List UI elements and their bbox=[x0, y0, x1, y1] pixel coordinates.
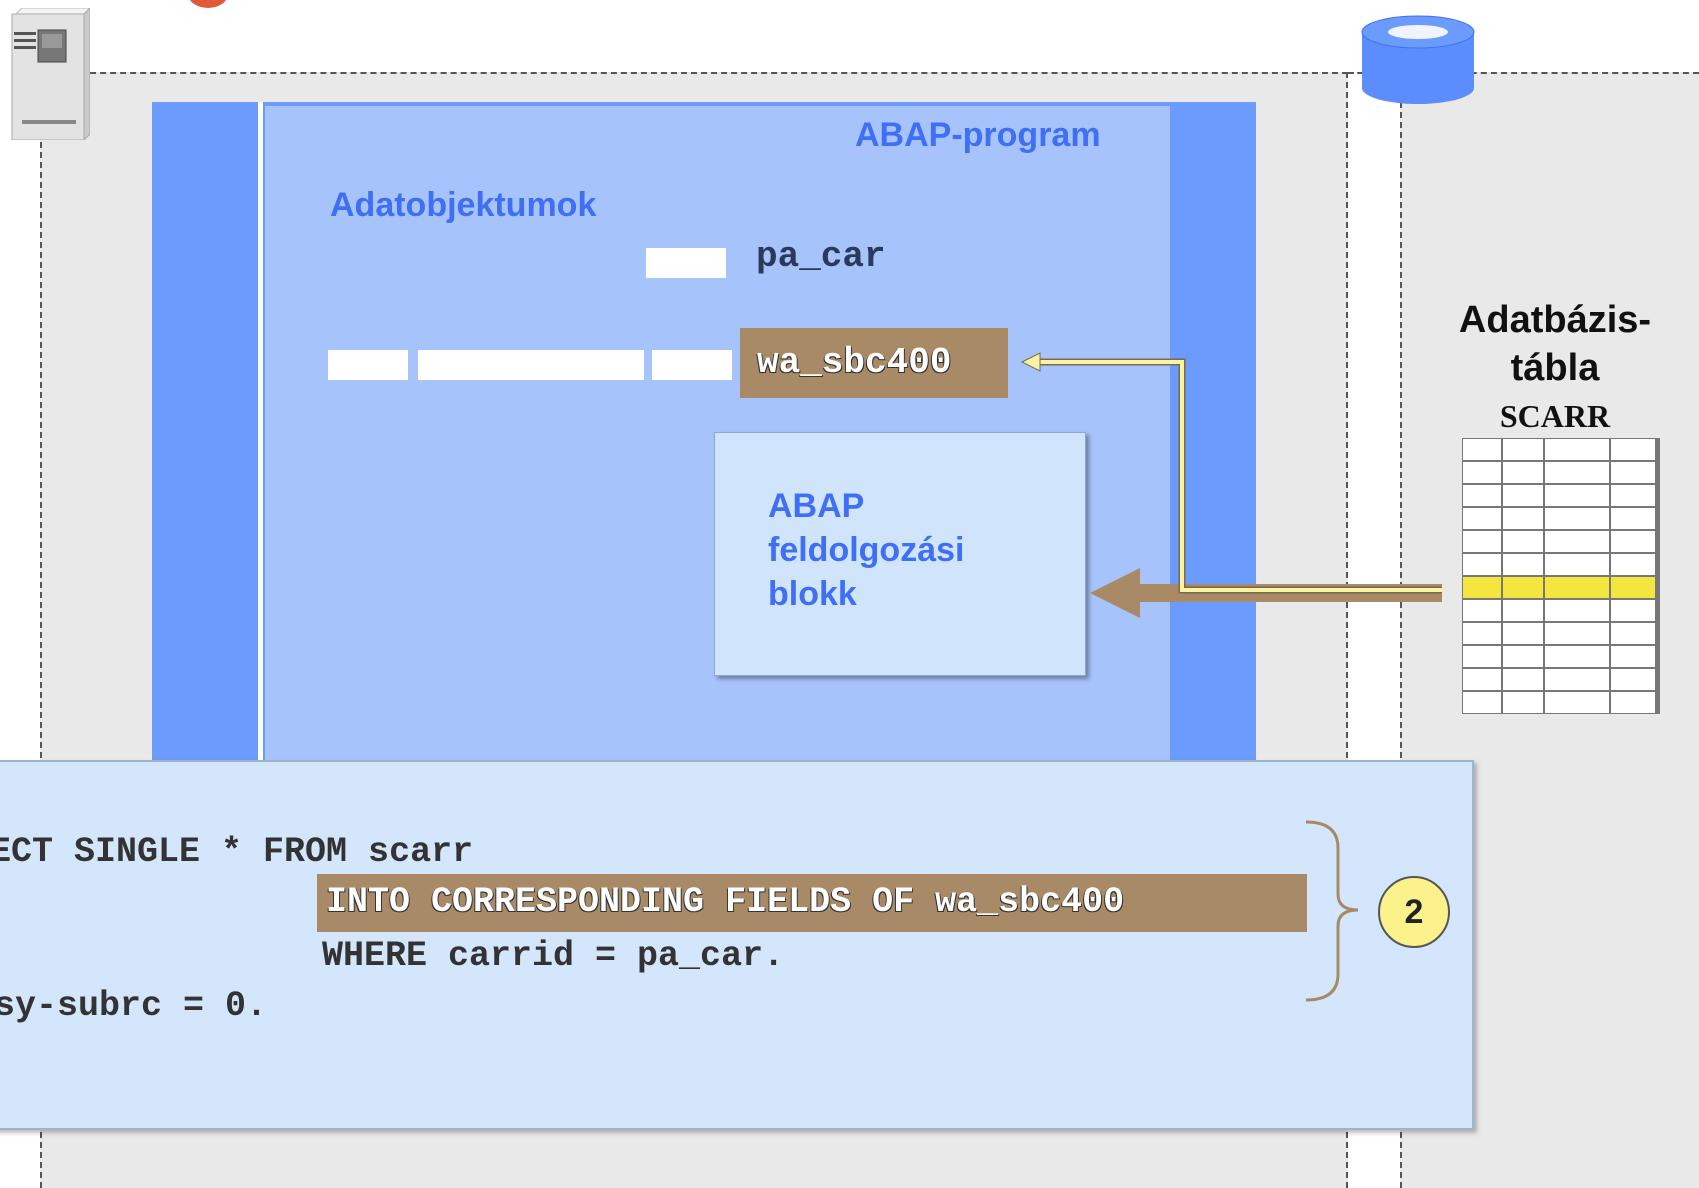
wa-sbc400-label: wa_sbc400 bbox=[757, 342, 952, 383]
database-table-grid bbox=[1462, 438, 1660, 714]
pa-car-field bbox=[646, 248, 726, 278]
application-server-icon bbox=[11, 8, 90, 140]
program-title: ABAP-program bbox=[855, 116, 1101, 154]
code-box bbox=[0, 760, 1474, 1130]
processing-block-line: blokk bbox=[768, 575, 857, 613]
wa-sbc400-box bbox=[740, 328, 1008, 398]
table-cell bbox=[1611, 692, 1655, 713]
table-cell bbox=[1463, 623, 1501, 644]
into-clause-highlight bbox=[317, 874, 1307, 932]
table-cell bbox=[1611, 485, 1655, 506]
table-cell bbox=[1545, 623, 1609, 644]
data-objects-title: Adatobjektumok bbox=[330, 186, 597, 224]
table-cell bbox=[1545, 600, 1609, 621]
code-brace bbox=[1305, 820, 1359, 1002]
table-cell bbox=[1611, 600, 1655, 621]
pa-car-label: pa_car bbox=[756, 236, 886, 277]
database-label-line: Adatbázis- bbox=[1458, 299, 1652, 341]
processing-block-label: ABAP feldolgozási blokk bbox=[768, 484, 1068, 616]
table-cell bbox=[1503, 462, 1543, 483]
table-cell bbox=[1503, 600, 1543, 621]
table-cell bbox=[1463, 692, 1501, 713]
code-line: ECT SINGLE * FROM scarr bbox=[0, 832, 474, 872]
selected-table-cell bbox=[1503, 577, 1543, 598]
table-cell bbox=[1545, 669, 1609, 690]
table-cell bbox=[1503, 554, 1543, 575]
processing-block bbox=[714, 432, 1086, 676]
table-cell bbox=[1545, 646, 1609, 667]
table-cell bbox=[1611, 646, 1655, 667]
table-cell bbox=[1611, 462, 1655, 483]
red-shape-partial bbox=[188, 0, 228, 8]
selected-table-cell bbox=[1611, 577, 1655, 598]
table-cell bbox=[1545, 462, 1609, 483]
table-cell bbox=[1611, 508, 1655, 529]
table-cell bbox=[1545, 508, 1609, 529]
table-cell bbox=[1463, 600, 1501, 621]
table-cell bbox=[1545, 531, 1609, 552]
table-cell bbox=[1463, 554, 1501, 575]
database-table-label: Adatbázis- tábla bbox=[1420, 296, 1690, 392]
step-badge: 2 bbox=[1378, 876, 1450, 948]
table-cell bbox=[1503, 485, 1543, 506]
code-line-into: INTO CORRESPONDING FIELDS OF wa_sbc400 bbox=[326, 882, 1125, 922]
table-cell bbox=[1545, 692, 1609, 713]
table-cell bbox=[1463, 531, 1501, 552]
table-cell bbox=[1545, 485, 1609, 506]
table-cell bbox=[1503, 669, 1543, 690]
table-cell bbox=[1463, 669, 1501, 690]
table-cell bbox=[1611, 554, 1655, 575]
table-cell bbox=[1463, 462, 1501, 483]
table-cell bbox=[1503, 508, 1543, 529]
table-cell bbox=[1503, 692, 1543, 713]
program-divider bbox=[258, 102, 263, 770]
table-cell bbox=[1463, 508, 1501, 529]
table-cell bbox=[1545, 554, 1609, 575]
table-cell bbox=[1503, 623, 1543, 644]
table-cell bbox=[1503, 646, 1543, 667]
table-cell bbox=[1611, 531, 1655, 552]
database-label-line: tábla bbox=[1510, 347, 1600, 389]
table-cell bbox=[1463, 485, 1501, 506]
processing-block-line: ABAP bbox=[768, 487, 865, 525]
table-cell bbox=[1503, 531, 1543, 552]
table-cell bbox=[1463, 646, 1501, 667]
database-icon bbox=[1361, 15, 1475, 104]
wa-field-segment bbox=[328, 350, 408, 380]
code-line: WHERE carrid = pa_car. bbox=[322, 936, 785, 976]
table-cell bbox=[1611, 439, 1655, 460]
selected-table-cell bbox=[1463, 577, 1501, 598]
wa-field-segment bbox=[418, 350, 644, 380]
table-cell bbox=[1545, 439, 1609, 460]
wa-field-segment bbox=[652, 350, 732, 380]
table-cell bbox=[1611, 623, 1655, 644]
selected-table-cell bbox=[1545, 577, 1609, 598]
processing-block-line: feldolgozási bbox=[768, 531, 965, 569]
database-table-name: SCARR bbox=[1499, 398, 1611, 434]
code-line: sy-subrc = 0. bbox=[0, 986, 268, 1026]
table-cell bbox=[1611, 669, 1655, 690]
table-cell bbox=[1503, 439, 1543, 460]
table-cell bbox=[1463, 439, 1501, 460]
